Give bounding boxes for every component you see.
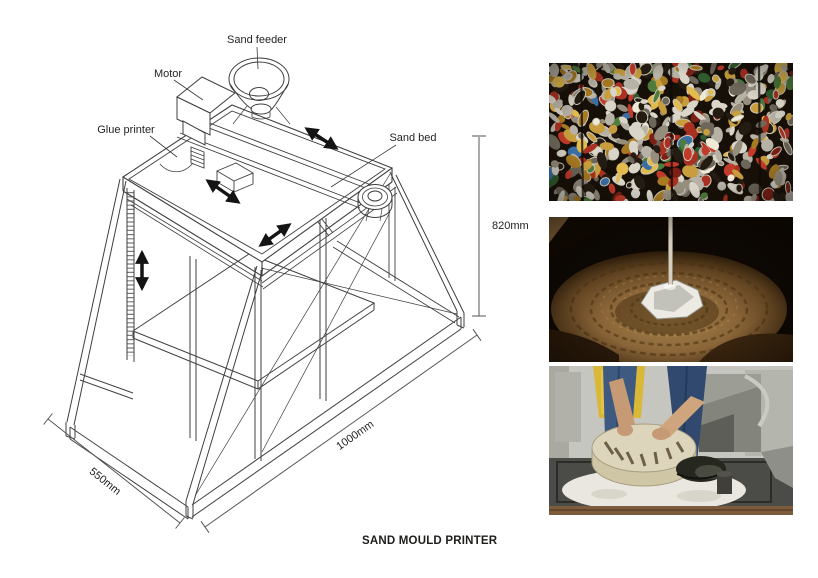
dimension-height-label: 820mm [492,220,529,232]
boot [676,456,727,482]
photo-demoulding-art [549,366,793,515]
x-axis-arrow-middle [205,179,241,204]
label-glue-printer: Glue printer [97,124,155,136]
dim-line-depth [43,413,185,529]
dimension-depth-label: 550mm [87,466,123,498]
photo-metal-pour-art [549,217,793,362]
motor-box [176,76,236,146]
dim-line-length [200,329,482,533]
leader-lines [149,46,397,188]
mould-slots [603,441,685,467]
drive-pulley [357,184,393,222]
dim-line-height [472,135,486,317]
build-platform-shelf [131,253,376,390]
photo-crushed-cans-art [549,63,793,201]
sand-mould-printer-diagram: Sand feeder Motor Glue printer Sand bed … [43,34,529,533]
motion-arrows [135,127,339,292]
photo-metal-pour [549,217,793,362]
gantry-rails [176,118,380,209]
cross-braces [194,173,458,497]
figure-caption: SAND MOULD PRINTER [362,535,498,547]
floor-right [761,446,793,488]
pillar [555,372,581,442]
pipe-stub [717,474,732,494]
z-axis-rack [126,188,135,362]
label-sand-bed: Sand bed [389,132,436,144]
right-hand [652,428,670,440]
sand-feeder-funnel [228,57,291,125]
frame-legs [65,171,465,520]
x-axis-arrow-right [304,127,339,150]
left-arm [609,378,635,428]
photo-crushed-cans [549,63,793,201]
photo-demoulding [549,366,793,515]
label-sand-feeder: Sand feeder [227,34,287,46]
dimension-lines [43,135,486,533]
hose [744,374,770,428]
interior-posts [79,216,327,461]
y-axis-arrow-front [258,223,292,247]
right-arm [659,396,705,438]
sand-mould-disc [591,423,697,487]
label-motor: Motor [154,68,182,80]
left-hand [617,424,633,436]
dimension-length-label: 1000mm [334,418,376,452]
